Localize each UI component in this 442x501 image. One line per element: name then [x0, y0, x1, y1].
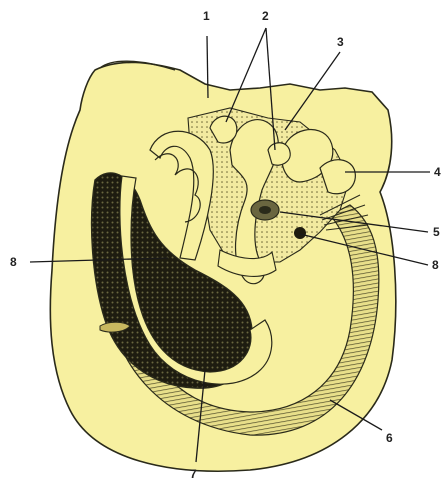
label-7: 7 [190, 468, 197, 480]
label-8-right: 8 [432, 259, 439, 271]
label-8-left: 8 [10, 256, 17, 268]
small-vessel [268, 143, 290, 166]
label-2: 2 [262, 10, 269, 22]
label-1: 1 [203, 10, 210, 22]
label-6: 6 [386, 432, 393, 444]
label-4: 4 [434, 166, 441, 178]
small-dark-dot [294, 227, 306, 239]
label-5: 5 [433, 226, 440, 238]
label-3: 3 [337, 36, 344, 48]
notochord-center [259, 206, 271, 214]
